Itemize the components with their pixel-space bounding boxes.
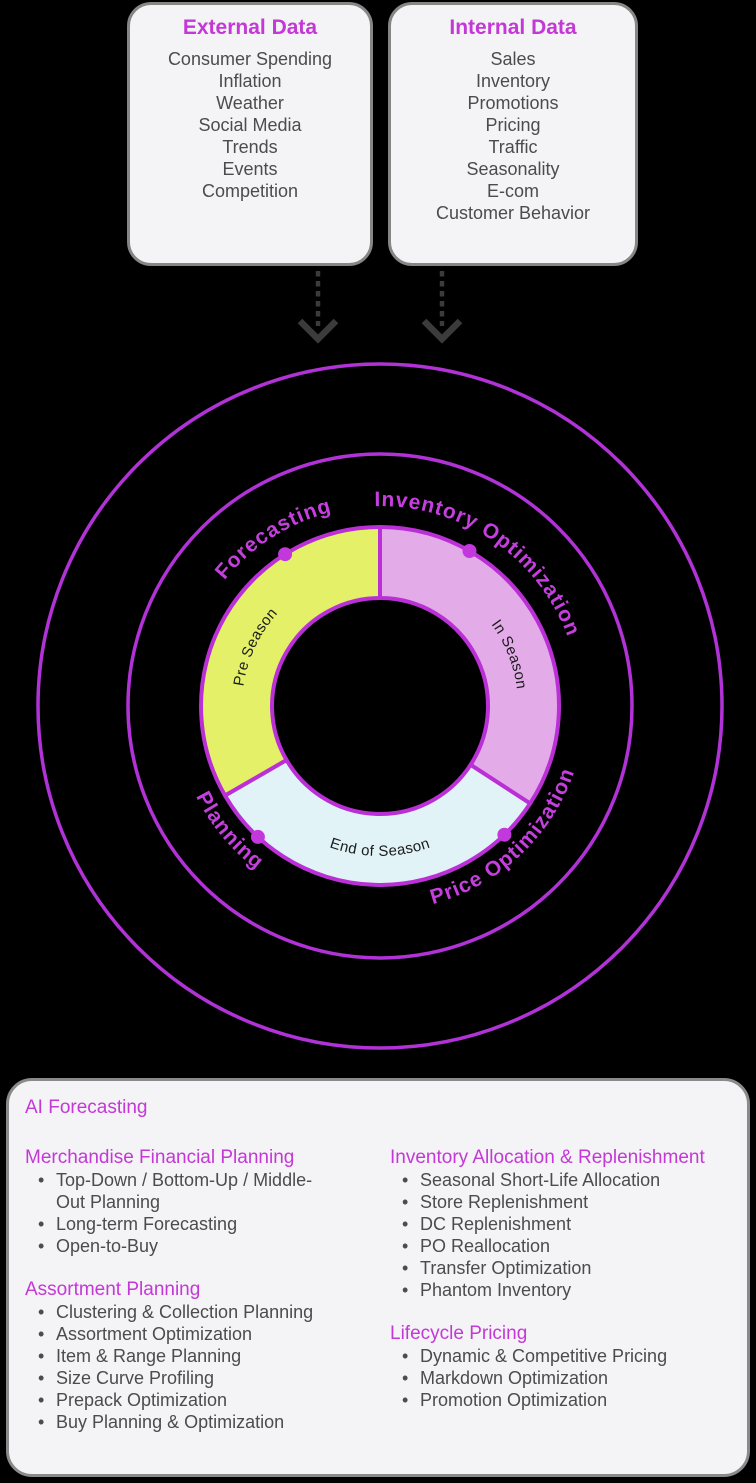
- dot-inventory-optimization: [462, 544, 477, 558]
- ai-forecasting-panel: AI Forecasting Merchandise Financial Pla…: [6, 1078, 750, 1477]
- internal-data-list: Sales Inventory Promotions Pricing Traff…: [391, 48, 635, 224]
- internal-data-title: Internal Data: [449, 16, 577, 39]
- list-item: Events: [222, 159, 278, 179]
- external-data-title: External Data: [182, 16, 318, 39]
- panel-title: AI Forecasting: [25, 1097, 148, 1118]
- down-arrow-left: [297, 271, 339, 344]
- section-inventory-allocation: Inventory Allocation & Replenishment Sea…: [390, 1147, 733, 1301]
- external-data-box: External Data Consumer Spending Inflatio…: [127, 2, 373, 266]
- dot-planning: [250, 829, 265, 844]
- list-item: Size Curve Profiling: [25, 1367, 325, 1389]
- list-item: Clustering & Collection Planning: [25, 1301, 325, 1323]
- list-item: Top-Down / Bottom-Up / Middle-Out Planni…: [25, 1169, 325, 1213]
- list-item: Markdown Optimization: [390, 1367, 733, 1389]
- down-arrow-right: [421, 271, 463, 344]
- section-merchandise-financial-planning: Merchandise Financial Planning Top-Down …: [25, 1147, 390, 1257]
- list-item: E-com: [486, 181, 539, 201]
- list-item: Dynamic & Competitive Pricing: [390, 1345, 733, 1367]
- list-item: Open-to-Buy: [25, 1235, 325, 1257]
- list-item: Prepack Optimization: [25, 1389, 325, 1411]
- section-assortment-planning: Assortment Planning Clustering & Collect…: [25, 1279, 390, 1433]
- list-item: Store Replenishment: [390, 1191, 733, 1213]
- list-item: Promotion Optimization: [390, 1389, 733, 1411]
- list-item: Traffic: [488, 137, 538, 157]
- section-heading: Assortment Planning: [25, 1279, 201, 1300]
- list-item: Seasonal Short-Life Allocation: [390, 1169, 733, 1191]
- middle-ring-circle: [126, 452, 634, 960]
- list-item: Assortment Optimization: [25, 1323, 325, 1345]
- section-lifecycle-pricing: Lifecycle Pricing Dynamic & Competitive …: [390, 1323, 733, 1411]
- dot-forecasting: [278, 547, 293, 562]
- section-list: Dynamic & Competitive Pricing Markdown O…: [390, 1345, 733, 1411]
- list-item: DC Replenishment: [390, 1213, 733, 1235]
- dot-price-optimization: [497, 827, 512, 842]
- list-item: Competition: [201, 181, 299, 201]
- panel-left-column: Merchandise Financial Planning Top-Down …: [25, 1147, 390, 1455]
- list-item: Item & Range Planning: [25, 1345, 325, 1367]
- list-item: Sales: [490, 49, 536, 69]
- list-item: Phantom Inventory: [390, 1279, 733, 1301]
- panel-right-column: Inventory Allocation & Replenishment Sea…: [390, 1147, 733, 1455]
- list-item: Promotions: [467, 93, 559, 113]
- down-arrow-left-head: [297, 318, 339, 344]
- section-heading: Inventory Allocation & Replenishment: [390, 1147, 705, 1168]
- list-item: Pricing: [485, 115, 541, 135]
- list-item: PO Reallocation: [390, 1235, 733, 1257]
- down-arrow-right-head: [421, 318, 463, 344]
- list-item: Seasonality: [466, 159, 560, 179]
- list-item: Weather: [216, 93, 284, 113]
- section-heading: Lifecycle Pricing: [390, 1323, 528, 1344]
- segment-end-of-season: [222, 757, 533, 887]
- segment-in-season: [378, 524, 561, 807]
- internal-data-box: Internal Data Sales Inventory Promotions…: [388, 2, 638, 266]
- list-item: Inventory: [475, 71, 551, 91]
- list-item: Social Media: [198, 115, 302, 135]
- cycle-diagram: Forecasting Inventory Optimization Price…: [36, 271, 724, 1050]
- outer-ring-circle: [36, 362, 724, 1050]
- list-item: Trends: [222, 137, 278, 157]
- list-item: Consumer Spending: [167, 49, 333, 69]
- list-item: Transfer Optimization: [390, 1257, 733, 1279]
- section-list: Clustering & Collection Planning Assortm…: [25, 1301, 390, 1433]
- list-item: Customer Behavior: [435, 203, 591, 223]
- panel-columns: Merchandise Financial Planning Top-Down …: [25, 1147, 733, 1455]
- list-item: Inflation: [218, 71, 282, 91]
- external-data-list: Consumer Spending Inflation Weather Soci…: [130, 48, 370, 202]
- segment-pre-season: [199, 524, 382, 799]
- list-item: Buy Planning & Optimization: [25, 1411, 325, 1433]
- section-list: Seasonal Short-Life Allocation Store Rep…: [390, 1169, 733, 1301]
- section-list: Top-Down / Bottom-Up / Middle-Out Planni…: [25, 1169, 390, 1257]
- section-heading: Merchandise Financial Planning: [25, 1147, 295, 1168]
- list-item: Long-term Forecasting: [25, 1213, 325, 1235]
